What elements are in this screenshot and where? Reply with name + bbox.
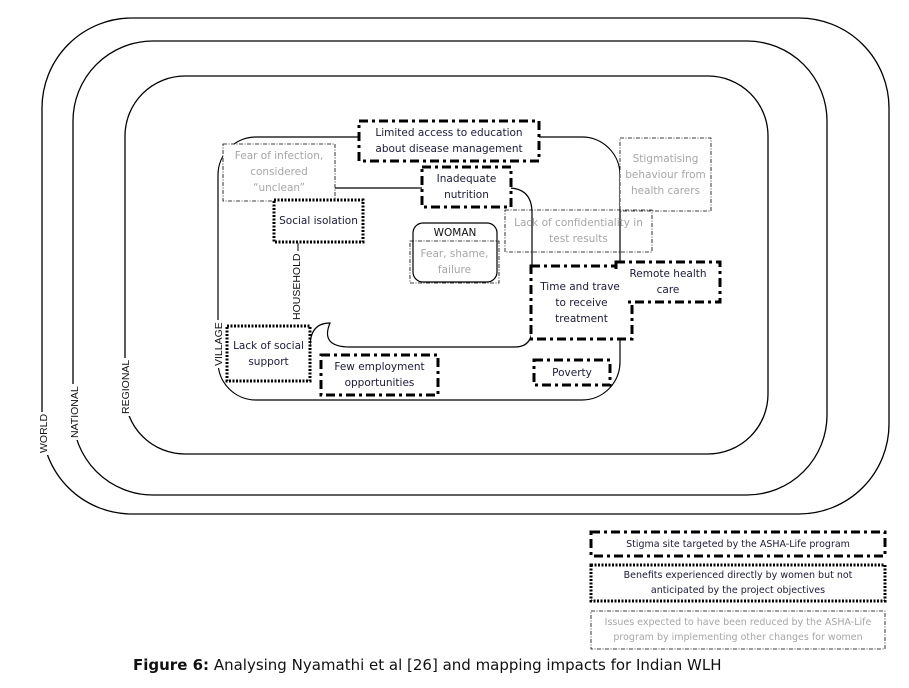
- regional-label: REGIONAL: [120, 357, 132, 416]
- world-ring: [41, 17, 890, 515]
- node-inadequate-nutrition: Inadequate nutrition: [427, 170, 506, 204]
- household-label: HOUSEHOLD: [291, 251, 303, 322]
- node-few-employment: Few employment opportunities: [325, 358, 434, 392]
- legend-stigma-site: Stigma site targeted by the ASHA-Life pr…: [626, 538, 850, 550]
- legend-benefits: Benefits experienced directly by women b…: [623, 570, 853, 596]
- node-poverty: Poverty: [538, 363, 606, 382]
- caption-text: Analysing Nyamathi et al [26] and mappin…: [209, 656, 722, 674]
- fear-infection-border: [222, 143, 336, 202]
- national-label: NATIONAL: [69, 384, 81, 440]
- legend-issue-border: [590, 610, 886, 650]
- lack-confidentiality-border: [504, 209, 653, 253]
- figure-caption: Figure 6: Analysing Nyamathi et al [26] …: [133, 656, 722, 674]
- node-remote-care: Remote health care: [620, 265, 716, 299]
- node-social-isolation: Social isolation: [278, 203, 359, 239]
- woman-label: WOMAN: [433, 226, 477, 239]
- node-lack-support: Lack of social support: [231, 329, 306, 378]
- node-stigmatising: Stigmatising behaviour from health carer…: [625, 152, 706, 197]
- node-lack-confidentiality: Lack of confidentiality in test results: [514, 217, 643, 245]
- caption-label: Figure 6:: [133, 656, 210, 674]
- stigmatising-border: [619, 137, 712, 212]
- legend-benefit-border: [589, 563, 887, 603]
- village-label: VILLAGE: [213, 320, 225, 368]
- legend-issues: Issues expected to have been reduced by …: [604, 617, 872, 643]
- node-fear-shame: Fear, shame, failure: [420, 248, 489, 276]
- node-fear-infection: Fear of infection, considered “unclean”: [234, 150, 324, 194]
- node-time-travel: Time and travel to receive treatment: [535, 269, 628, 336]
- woman-ring: [412, 222, 498, 283]
- fear-shame-border: [409, 240, 500, 284]
- regional-ring: [124, 75, 769, 455]
- node-limited-access: Limited access to education about diseas…: [364, 124, 534, 158]
- world-label: WORLD: [38, 411, 50, 455]
- legend-stigma-border: [589, 530, 887, 558]
- national-ring: [72, 40, 828, 496]
